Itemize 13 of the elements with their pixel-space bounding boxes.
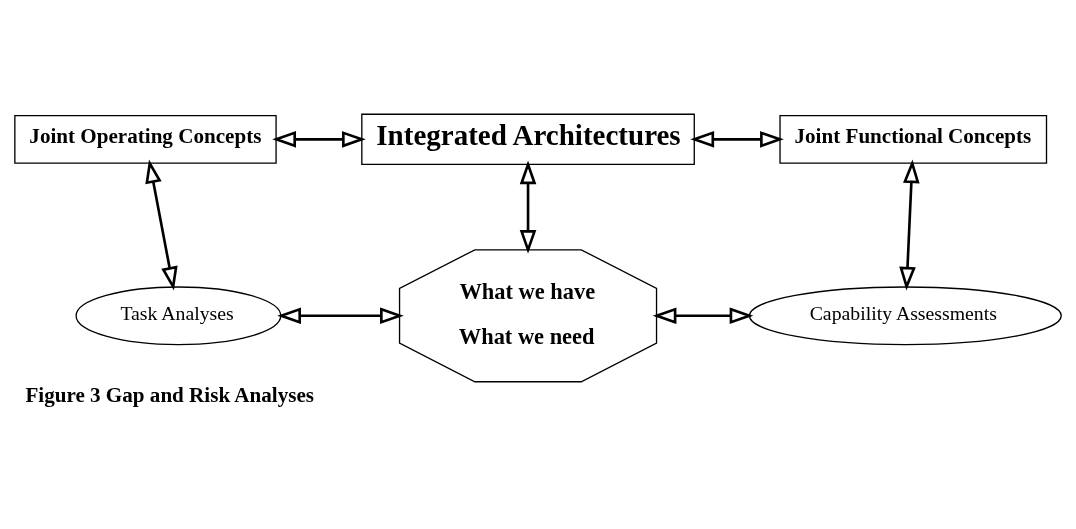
arrow	[519, 159, 537, 254]
node-ellipse: Task Analyses	[75, 285, 282, 345]
arrow	[272, 130, 366, 148]
caption: Figure 3 Gap and Risk Analyses	[25, 382, 314, 407]
arrow	[145, 158, 178, 290]
node-box: Integrated Architectures	[361, 113, 695, 165]
arrow	[899, 158, 920, 291]
node-box: Joint Functional Concepts	[779, 114, 1048, 164]
node-ellipse: Capability Assessments	[748, 285, 1062, 345]
arrow	[690, 130, 784, 148]
arrow	[277, 306, 404, 324]
arrow	[652, 306, 754, 324]
node-box: Joint Operating Concepts	[14, 114, 277, 164]
